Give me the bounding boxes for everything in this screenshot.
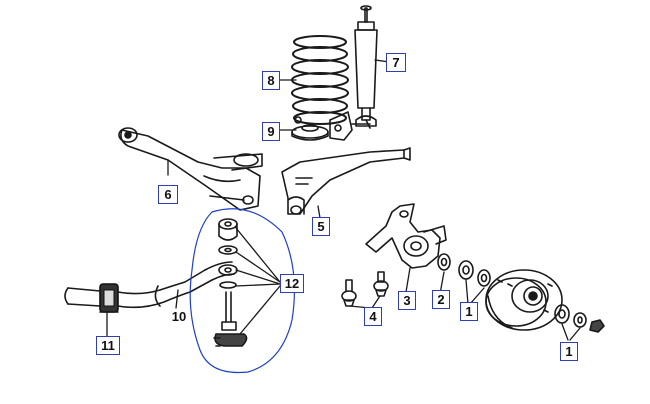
callout-5: 5	[312, 217, 330, 236]
callout-12: 12	[280, 274, 304, 293]
callout-11: 11	[96, 336, 120, 355]
callout-9: 9	[262, 122, 280, 141]
callout-3: 3	[398, 291, 416, 310]
upper-control-arm	[281, 147, 411, 215]
outer-bearing-nut	[554, 304, 605, 333]
stabilizer-link	[213, 218, 248, 347]
callout-2: 2	[432, 290, 450, 309]
callout-8: 8	[262, 71, 280, 90]
callout-6: 6	[158, 185, 178, 204]
stabilizer-bar	[64, 261, 235, 313]
brake-rotor	[485, 269, 563, 331]
leader-lines	[106, 59, 581, 341]
spring-insulator	[291, 116, 329, 141]
coil-spring	[291, 35, 349, 125]
bearings	[437, 253, 491, 287]
annotation-circle	[189, 208, 296, 374]
callout-1-outer: 1	[560, 342, 578, 361]
callout-7: 7	[386, 53, 406, 72]
lower-control-arm	[118, 127, 263, 211]
steering-knuckle	[365, 203, 447, 269]
callout-10: 10	[171, 309, 187, 324]
callout-1-inner: 1	[460, 302, 478, 321]
shock-absorber	[329, 5, 378, 141]
callout-4: 4	[364, 307, 382, 326]
ball-joints	[341, 271, 389, 307]
